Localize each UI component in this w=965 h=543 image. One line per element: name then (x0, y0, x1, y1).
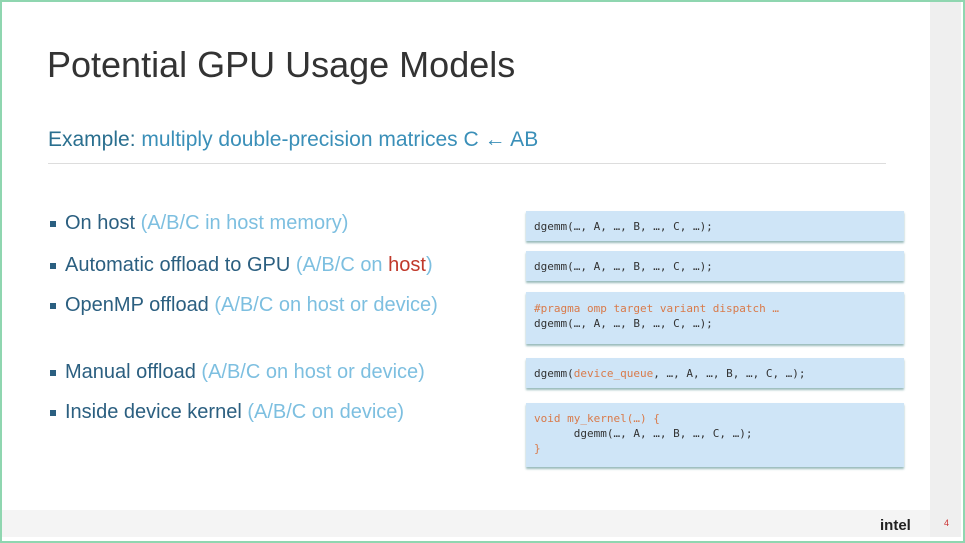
divider (48, 163, 886, 164)
code-block-kernel: void my_kernel(…) { dgemm(…, A, …, B, …,… (526, 403, 904, 467)
intel-logo: intel (880, 517, 911, 534)
code-block-host: dgemm(…, A, …, B, …, C, …); (526, 211, 904, 241)
side-strip (930, 2, 961, 537)
bullet-kernel: Inside device kernel (A/B/C on device) (50, 401, 404, 424)
subtitle-text: multiply double-precision matrices C ← A… (135, 128, 539, 151)
code-block-openmp: #pragma omp target variant dispatch … dg… (526, 292, 904, 344)
bullet-manual: Manual offload (A/B/C on host or device) (50, 361, 425, 384)
slide-footer (2, 510, 930, 537)
bullet-auto-offload: Automatic offload to GPU (A/B/C on host) (50, 254, 433, 277)
code-block-auto: dgemm(…, A, …, B, …, C, …); (526, 251, 904, 281)
bullet-host: On host (A/B/C in host memory) (50, 212, 348, 235)
slide-subtitle: Example: multiply double-precision matri… (48, 128, 538, 152)
bullet-openmp: OpenMP offload (A/B/C on host or device) (50, 294, 438, 317)
subtitle-label: Example: (48, 128, 136, 151)
page-number: 4 (944, 518, 950, 528)
code-block-manual: dgemm(device_queue, …, A, …, B, …, C, …)… (526, 358, 904, 388)
slide-title: Potential GPU Usage Models (47, 44, 516, 85)
